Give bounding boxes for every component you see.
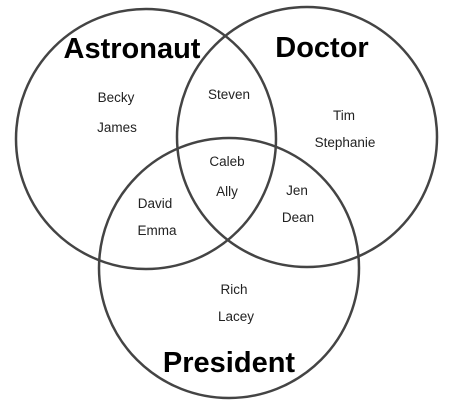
region-doctor-only-name: Tim bbox=[333, 108, 355, 123]
astronaut-circle bbox=[14, 7, 278, 271]
doctor-title: Doctor bbox=[275, 32, 368, 64]
region-president-only-name: Rich bbox=[220, 282, 247, 297]
doctor-circle bbox=[175, 5, 439, 269]
region-doctor-president-name: Jen bbox=[286, 183, 308, 198]
region-all-three-name: Ally bbox=[216, 184, 238, 199]
region-doctor-president-name: Dean bbox=[282, 210, 314, 225]
president-circle bbox=[97, 136, 361, 400]
region-astronaut-president-name: David bbox=[138, 196, 173, 211]
astronaut-title: Astronaut bbox=[64, 33, 201, 65]
region-astronaut-president-name: Emma bbox=[137, 223, 176, 238]
region-president-only-name: Lacey bbox=[218, 309, 254, 324]
region-astronaut-only-name: James bbox=[97, 120, 137, 135]
region-astronaut-doctor-name: Steven bbox=[208, 87, 250, 102]
region-all-three-name: Caleb bbox=[209, 154, 244, 169]
president-title: President bbox=[163, 347, 295, 379]
region-doctor-only-name: Stephanie bbox=[315, 135, 376, 150]
region-astronaut-only-name: Becky bbox=[98, 90, 135, 105]
